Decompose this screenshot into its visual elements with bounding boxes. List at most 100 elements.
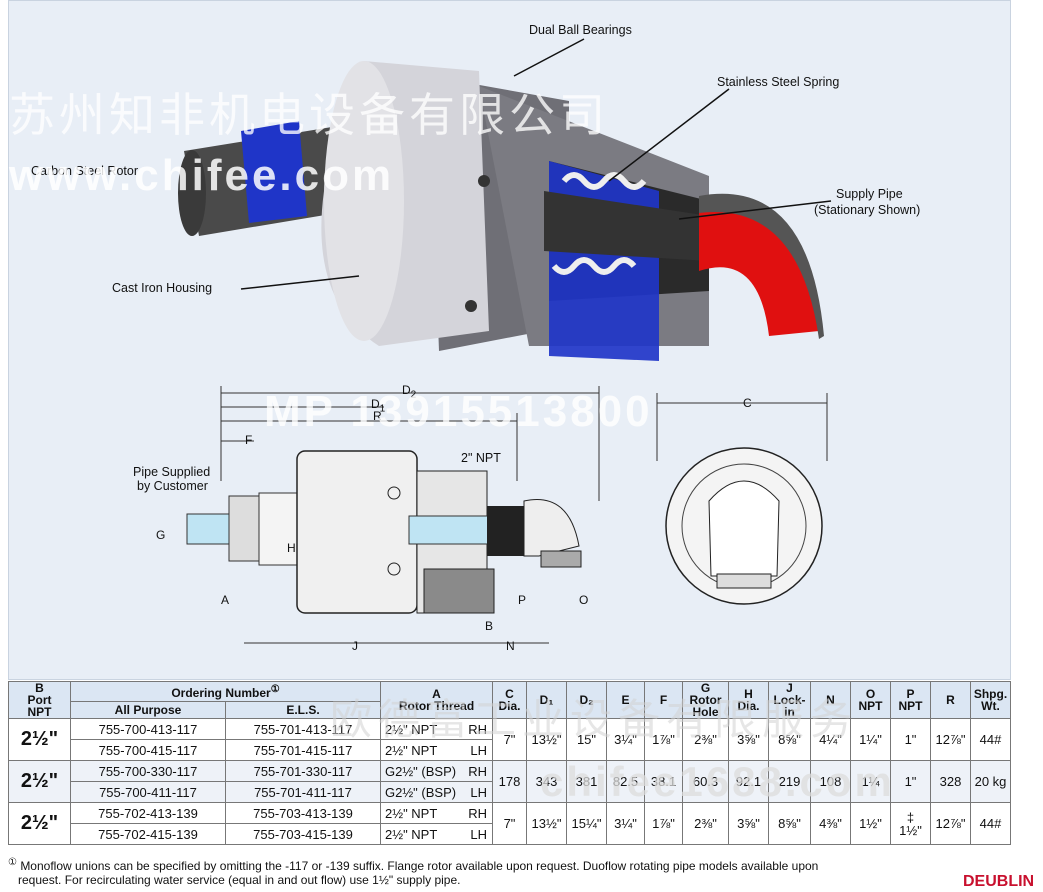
dim-r: R bbox=[373, 409, 382, 423]
cell-n: 108 bbox=[810, 760, 851, 803]
cell-els: 755-701-413-117 bbox=[225, 718, 381, 740]
cell-thread: 2½" NPT LH bbox=[380, 739, 493, 761]
cell-p: ‡1½" bbox=[890, 802, 931, 845]
watermark-site-2: chifee1688.com bbox=[540, 758, 895, 805]
cell-e: 82.5 bbox=[606, 760, 645, 803]
label-pipe-supplied-sub: by Customer bbox=[137, 479, 208, 493]
cell-thread: 2½" NPT RH bbox=[380, 718, 493, 740]
dim-c: C bbox=[743, 396, 752, 410]
label-pipe-supplied: Pipe Supplied bbox=[133, 465, 211, 479]
cell-thread: G2½" (BSP) RH bbox=[380, 760, 493, 782]
dim-j: J bbox=[352, 639, 358, 653]
watermark-site: www.chifee.com bbox=[9, 151, 395, 200]
rotor-end bbox=[178, 150, 206, 236]
cell-r: 12⅞" bbox=[930, 802, 971, 845]
cell-g: 2⅜" bbox=[682, 802, 729, 845]
end-view-elbow bbox=[708, 480, 780, 577]
header-n: N bbox=[810, 681, 851, 719]
cell-els: 755-701-411-117 bbox=[225, 781, 381, 803]
cell-wt: 44# bbox=[970, 718, 1011, 761]
cell-j: 219 bbox=[768, 760, 811, 803]
rotor-thread bbox=[241, 121, 307, 223]
cell-wt: 44# bbox=[970, 802, 1011, 845]
dim-d2: D2 bbox=[402, 383, 417, 401]
cell-o: 1½" bbox=[850, 802, 891, 845]
dim-n: N bbox=[506, 639, 515, 653]
header-ordering: Ordering Number① bbox=[70, 680, 381, 703]
cell-ap: 755-700-415-117 bbox=[70, 739, 226, 761]
label-dual-ball-bearings: Dual Ball Bearings bbox=[529, 23, 632, 37]
table-row: 755-702-415-139 755-703-415-139 2½" NPT … bbox=[9, 823, 1011, 845]
label-carbon-steel-rotor: Carbon Steel Rotor bbox=[31, 164, 139, 178]
cell-r: 12⅞" bbox=[930, 718, 971, 761]
cell-thread: 2½" NPT LH bbox=[380, 823, 493, 845]
cell-d2: 381 bbox=[566, 760, 607, 803]
blue-cavity bbox=[549, 161, 659, 361]
cell-f: 1⅞" bbox=[644, 802, 683, 845]
header-d1: D₁ bbox=[526, 681, 567, 719]
spring bbox=[551, 172, 647, 275]
supply-pipe bbox=[544, 191, 709, 261]
cell-d1: 13½" bbox=[526, 802, 567, 845]
cell-p: 1" bbox=[890, 760, 931, 803]
side-elbow bbox=[523, 499, 580, 557]
dim-h: H bbox=[287, 541, 296, 555]
cell-els: 755-703-413-139 bbox=[225, 802, 381, 824]
dim-o: O bbox=[579, 593, 589, 607]
table-row: 755-700-411-117 755-701-411-117 G2½" (BS… bbox=[9, 781, 1011, 803]
dim-a: A bbox=[221, 593, 230, 607]
cell-h: 3⅝" bbox=[728, 802, 769, 845]
cell-h: 92.1 bbox=[728, 760, 769, 803]
cell-g: 60.3 bbox=[682, 760, 729, 803]
label-stainless-steel-spring: Stainless Steel Spring bbox=[717, 75, 840, 89]
cell-e: 3¼" bbox=[606, 718, 645, 761]
footnote: ① Monoflow unions can be specified by om… bbox=[8, 857, 819, 887]
housing-outline bbox=[296, 450, 418, 614]
table-row: 2½" 755-700-330-117 755-701-330-117 G2½"… bbox=[8, 760, 1011, 803]
watermark-company-2: 欧德富工业设备有限服务 bbox=[330, 698, 859, 744]
cell-f: 38.1 bbox=[644, 760, 683, 803]
header-f: F bbox=[644, 681, 683, 719]
cell-r: 328 bbox=[930, 760, 971, 803]
cell-port: 2½" bbox=[8, 718, 71, 761]
cell-f: 1⅞" bbox=[644, 718, 683, 761]
cell-n: 4¼" bbox=[810, 718, 851, 761]
table-row: 755-700-415-117 755-701-415-117 2½" NPT … bbox=[9, 739, 1011, 761]
cell-o: 1¼" bbox=[850, 718, 891, 761]
cell-port: 2½" bbox=[8, 760, 71, 803]
cell-ap: 755-702-413-139 bbox=[70, 802, 226, 824]
dim-d1: D1 bbox=[371, 397, 386, 415]
cell-thread: 2½" NPT RH bbox=[380, 802, 493, 824]
cell-ap: 755-702-415-139 bbox=[70, 823, 226, 845]
cell-ap: 755-700-411-117 bbox=[70, 781, 226, 803]
cell-c: 7" bbox=[492, 802, 527, 845]
side-view-drawing bbox=[186, 386, 828, 644]
dim-g: G bbox=[156, 528, 166, 542]
cell-j: 8⅝" bbox=[768, 718, 811, 761]
cell-j: 8⅝" bbox=[768, 802, 811, 845]
cutaway-illustration bbox=[178, 38, 832, 361]
cell-wt: 20 kg bbox=[970, 760, 1011, 803]
red-elbow bbox=[699, 208, 819, 336]
cell-els: 755-701-330-117 bbox=[225, 760, 381, 782]
dim-f: F bbox=[245, 433, 253, 447]
cell-g: 2⅜" bbox=[682, 718, 729, 761]
cell-thread: G2½" (BSP) LH bbox=[380, 781, 493, 803]
header-wt: Shpg.Wt. bbox=[970, 681, 1011, 719]
housing-face bbox=[324, 61, 404, 341]
label-supply-pipe-sub: (Stationary Shown) bbox=[814, 203, 921, 217]
header-all-purpose: All Purpose bbox=[70, 701, 226, 719]
cell-ap: 755-700-330-117 bbox=[70, 760, 226, 782]
cell-h: 3⅝" bbox=[728, 718, 769, 761]
dim-b: B bbox=[485, 619, 494, 633]
label-supply-pipe: Supply Pipe bbox=[836, 187, 903, 201]
deublin-logo: DEUBLIN bbox=[963, 873, 1035, 890]
cell-port: 2½" bbox=[8, 802, 71, 845]
